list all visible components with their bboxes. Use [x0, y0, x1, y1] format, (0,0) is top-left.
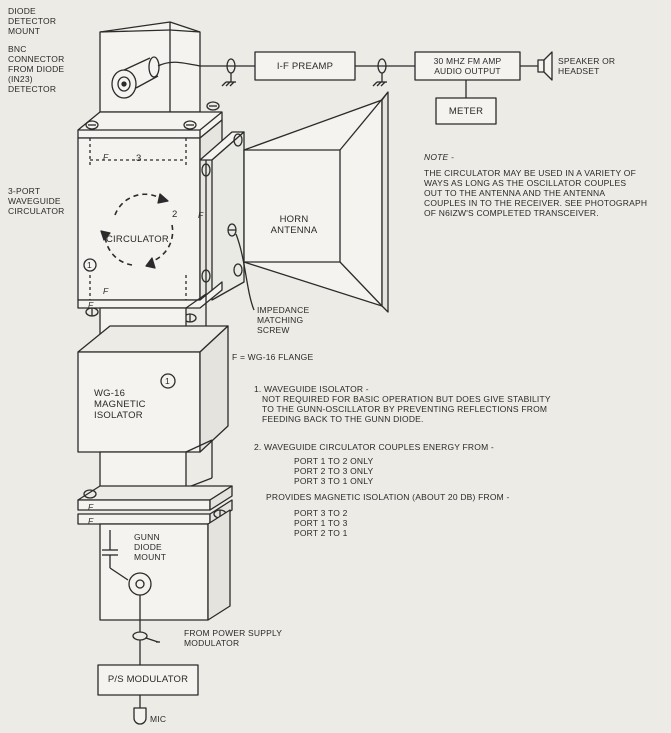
isolator-number-marker	[160, 373, 176, 389]
capacitor-icon	[102, 530, 129, 581]
couple-line: PORT 3 TO 1 ONLY	[294, 476, 374, 486]
screw-leader-line	[235, 233, 255, 311]
detector-cable	[157, 61, 230, 67]
note-heading: NOTE -	[424, 152, 455, 162]
bolt-icon	[183, 120, 197, 130]
bolt-icon	[206, 101, 220, 111]
power-supply-label: FROM POWER SUPPLY MODULATOR	[184, 628, 283, 648]
flange-mark-label: F	[198, 210, 204, 220]
flange-middle	[77, 281, 223, 309]
isolation-title: PROVIDES MAGNETIC ISOLATION (ABOUT 20 dB…	[266, 492, 510, 502]
horn-antenna	[243, 91, 389, 313]
horn-antenna-label: HORN ANTENNA	[270, 214, 318, 236]
ps-modulator-box	[97, 664, 199, 696]
fm-amp-box	[414, 51, 521, 81]
couple-line: PORT 1 TO 2 ONLY	[294, 456, 374, 466]
flange-mark-label: F	[103, 286, 109, 296]
note-line: WAYS AS LONG AS THE OSCILLATOR COUPLES	[424, 178, 627, 188]
flange-bottom	[77, 485, 233, 525]
explanation-item-1: 1. WAVEGUIDE ISOLATOR - NOT REQUIRED FOR…	[254, 384, 551, 424]
isolation-line: PORT 2 TO 1	[294, 528, 348, 538]
bolt-icon	[201, 269, 211, 283]
connector-icon	[132, 631, 148, 641]
couple-line: PORT 2 TO 3 ONLY	[294, 466, 374, 476]
flange-mark-label: F	[88, 300, 94, 310]
port-3-label: 3	[136, 153, 142, 164]
gunn-mount-label: GUNN DIODE MOUNT	[134, 532, 167, 562]
speaker-label: SPEAKER OR HEADSET	[558, 56, 616, 76]
waveguide-section	[99, 451, 187, 489]
detector-mount-block	[99, 21, 201, 113]
note-line: OF N6IZW's COMPLETED TRANSCEIVER.	[424, 208, 599, 218]
note-line: OUT TO THE ANTENNA AND THE ANTENNA	[424, 188, 606, 198]
bolt-icon	[83, 489, 97, 499]
circulator-side-flange	[199, 131, 245, 301]
item-1-line: TO THE GUNN-OSCILLATOR BY PREVENTING REF…	[262, 404, 548, 414]
item-2-title: 2. WAVEGUIDE CIRCULATOR COUPLES ENERGY F…	[254, 442, 494, 452]
bolt-icon	[201, 163, 211, 177]
explanation-item-2: 2. WAVEGUIDE CIRCULATOR COUPLES ENERGY F…	[254, 442, 510, 538]
bnc-connector-label: BNC CONNECTOR FROM DIODE (IN23) DETECTOR	[8, 44, 65, 94]
bolt-icon	[85, 120, 99, 130]
note-line: COUPLES IN TO THE RECEIVER. SEE PHOTOGRA…	[424, 198, 648, 208]
note-line: THE CIRCULATOR MAY BE USED IN A VARIETY …	[424, 168, 636, 178]
mic-label: MIC	[150, 714, 167, 724]
circulator-side-label: 3-PORT WAVEGUIDE CIRCULATOR	[8, 186, 65, 216]
meter-label: METER	[448, 106, 484, 117]
circulator-label: CIRCULATOR	[106, 234, 169, 245]
bolt-icon	[85, 307, 99, 317]
note-block: NOTE - THE CIRCULATOR MAY BE USED IN A V…	[424, 152, 647, 218]
impedance-screw-label: IMPEDANCE MATCHING SCREW	[257, 305, 310, 335]
port-1-label: 1	[87, 260, 92, 270]
flange-top	[77, 111, 223, 139]
isolator-number-label: 1	[165, 376, 170, 386]
item-1-title: 1. WAVEGUIDE ISOLATOR -	[254, 384, 369, 394]
flange-mark-label: F	[88, 502, 94, 512]
item-1-line: NOT REQUIRED FOR BASIC OPERATION BUT DOE…	[262, 394, 551, 404]
item-1-line: FEEDING BACK TO THE GUNN DIODE.	[262, 414, 424, 424]
bnc-connector-icon	[111, 56, 160, 99]
fm-amp-label: 30 MHz FM AMP AUDIO OUTPUT	[433, 56, 502, 76]
flange-legend-label: F = WG-16 FLANGE	[232, 352, 314, 362]
if-preamp-label: I-F PREAMP	[276, 61, 334, 72]
bolt-icon	[233, 263, 243, 277]
diode-detector-mount-label: DIODE DETECTOR MOUNT	[8, 6, 57, 36]
isolation-line: PORT 3 TO 2	[294, 508, 348, 518]
gunn-mount-block	[99, 509, 231, 621]
isolation-line: PORT 1 TO 3	[294, 518, 348, 528]
isolator-block	[77, 325, 229, 453]
impedance-screw-icon	[227, 223, 237, 237]
port-2-label: 2	[172, 209, 178, 220]
flange-mark-label: F	[88, 516, 94, 526]
isolator-label: WG-16 MAGNETIC ISOLATOR	[94, 388, 146, 421]
flange-mark-label: F	[103, 152, 109, 162]
speaker-icon	[537, 51, 553, 81]
port-1-marker	[83, 258, 97, 272]
if-preamp-box	[254, 51, 356, 81]
mic-icon	[133, 707, 147, 725]
ps-modulator-label: P/S MODULATOR	[107, 674, 189, 685]
circulator-rotation-arrows	[104, 193, 174, 266]
bolt-icon	[233, 133, 243, 147]
meter-box	[435, 97, 497, 125]
